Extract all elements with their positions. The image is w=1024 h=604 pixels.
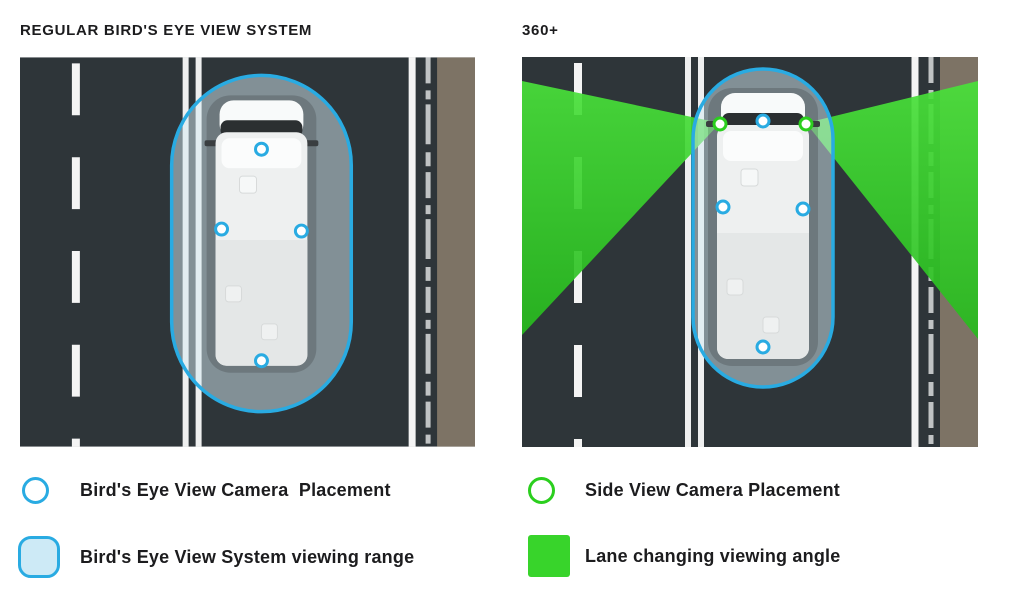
camera-dot-right <box>293 223 309 239</box>
side-view-camera-icon <box>528 477 555 504</box>
side-camera-dot-right <box>798 116 814 132</box>
regular-birdseye-scene <box>20 57 475 447</box>
legend-label: Lane changing viewing angle <box>585 545 841 566</box>
legend-item-lane-change: Lane changing viewing angle <box>528 535 840 577</box>
right-panel-title: 360+ <box>522 22 559 39</box>
scene-360plus <box>522 57 978 447</box>
camera-dot-front <box>755 113 771 129</box>
left-panel-title: REGULAR BIRD'S EYE VIEW SYSTEM <box>20 22 313 39</box>
camera-dot-front <box>253 141 269 157</box>
birdseye-camera-dots <box>715 113 811 355</box>
lane-change-wedges <box>522 81 978 339</box>
birdseye-camera-dots <box>214 141 309 369</box>
camera-dot-left <box>715 199 731 215</box>
legend-label: Bird's Eye View Camera Placement <box>80 480 391 500</box>
camera-dot-rear <box>755 339 771 355</box>
side-view-camera-dots <box>712 116 814 132</box>
panel-360plus <box>522 57 978 447</box>
legend-label: Bird's Eye View System viewing range <box>80 546 415 567</box>
camera-dot-rear <box>253 353 269 369</box>
viewing-range-icon <box>18 536 60 578</box>
birdseye-camera-icon <box>22 477 49 504</box>
regular-birdseye-panel <box>20 57 475 447</box>
road-shoulder <box>437 57 475 447</box>
legend-item-viewing-range: Bird's Eye View System viewing range <box>18 536 414 578</box>
camera-dot-left <box>214 221 230 237</box>
van <box>204 95 319 373</box>
lane-change-icon <box>528 535 570 577</box>
lane-change-wedge-right <box>806 81 978 339</box>
side-camera-dot-left <box>712 116 728 132</box>
legend-label: Side View Camera Placement <box>585 480 840 500</box>
legend-item-birdseye-camera: Bird's Eye View Camera Placement <box>22 477 391 504</box>
legend-item-side-view-camera: Side View Camera Placement <box>528 477 840 504</box>
camera-dot-right <box>795 201 811 217</box>
van <box>706 88 820 366</box>
lane-change-wedge-left <box>522 81 720 335</box>
